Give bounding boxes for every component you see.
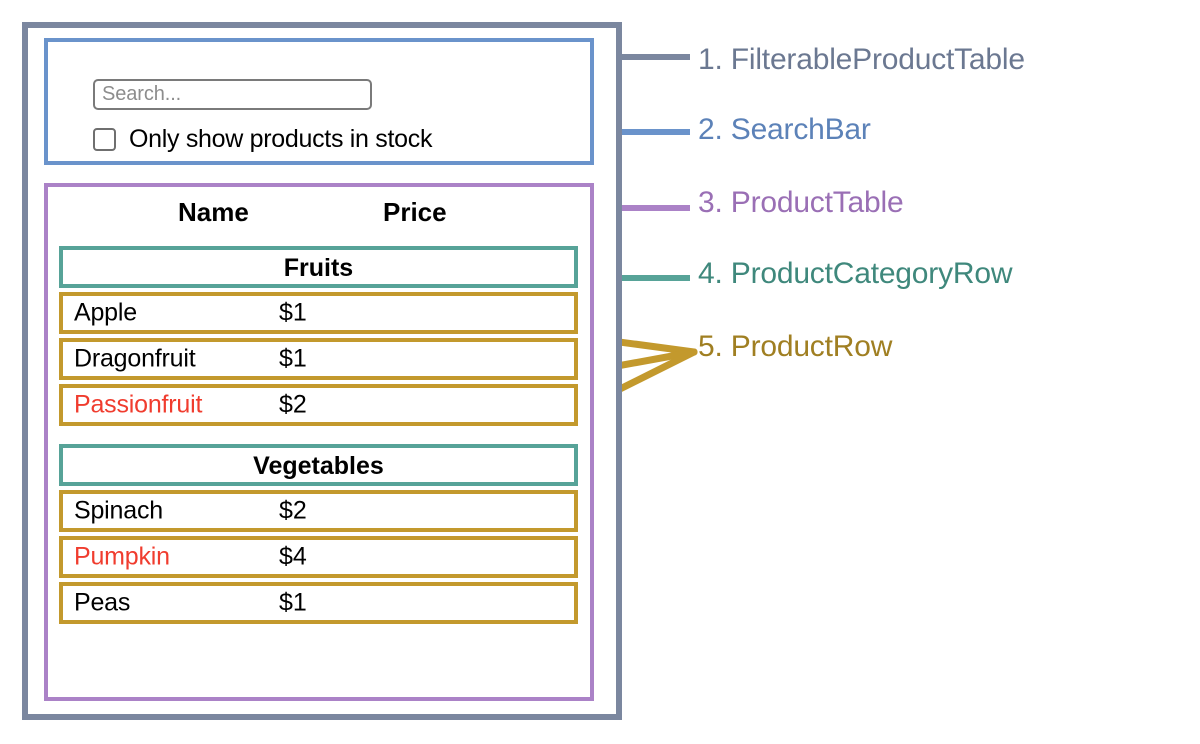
product-row: Apple $1 bbox=[59, 292, 578, 334]
legend-item-filterable-product-table: 1. FilterableProductTable bbox=[698, 43, 1025, 76]
product-category-label: Vegetables bbox=[253, 451, 384, 480]
product-name: Apple bbox=[74, 298, 137, 327]
column-header-name: Name bbox=[178, 197, 249, 227]
stock-filter-row[interactable]: Only show products in stock bbox=[93, 122, 432, 156]
legend-item-product-category-row: 4. ProductCategoryRow bbox=[698, 257, 1013, 290]
product-price: $4 bbox=[279, 542, 307, 571]
search-input[interactable]: Search... bbox=[93, 79, 372, 110]
stock-filter-label: Only show products in stock bbox=[129, 124, 433, 153]
table-header: Name Price bbox=[48, 197, 590, 233]
product-row: Peas $1 bbox=[59, 582, 578, 624]
product-rows-area: Fruits Apple $1 Dragonfruit $1 Passionfr… bbox=[59, 246, 578, 628]
product-name: Spinach bbox=[74, 496, 163, 525]
product-name: Passionfruit bbox=[74, 390, 203, 419]
product-price: $1 bbox=[279, 344, 307, 373]
product-name: Dragonfruit bbox=[74, 344, 196, 373]
product-name: Pumpkin bbox=[74, 542, 170, 571]
product-price: $2 bbox=[279, 496, 307, 525]
product-row: Dragonfruit $1 bbox=[59, 338, 578, 380]
legend-item-search-bar: 2. SearchBar bbox=[698, 113, 871, 146]
legend-item-product-table: 3. ProductTable bbox=[698, 186, 904, 219]
product-category-label: Fruits bbox=[283, 253, 354, 282]
product-price: $1 bbox=[279, 298, 307, 327]
checkbox-icon[interactable] bbox=[93, 127, 116, 151]
product-price: $2 bbox=[279, 390, 307, 419]
product-row: Passionfruit $2 bbox=[59, 384, 578, 426]
legend-item-product-row: 5. ProductRow bbox=[698, 330, 893, 363]
product-name: Peas bbox=[74, 588, 131, 617]
product-category-row: Fruits bbox=[59, 246, 578, 288]
search-bar: Search... Only show products in stock bbox=[44, 38, 594, 165]
product-row: Spinach $2 bbox=[59, 490, 578, 532]
product-table: Name Price Fruits Apple $1 Dragonfruit $… bbox=[44, 183, 594, 701]
product-category-row: Vegetables bbox=[59, 444, 578, 486]
product-row: Pumpkin $4 bbox=[59, 536, 578, 578]
column-header-price: Price bbox=[383, 197, 447, 227]
product-price: $1 bbox=[279, 588, 307, 617]
section-gap bbox=[59, 430, 578, 444]
